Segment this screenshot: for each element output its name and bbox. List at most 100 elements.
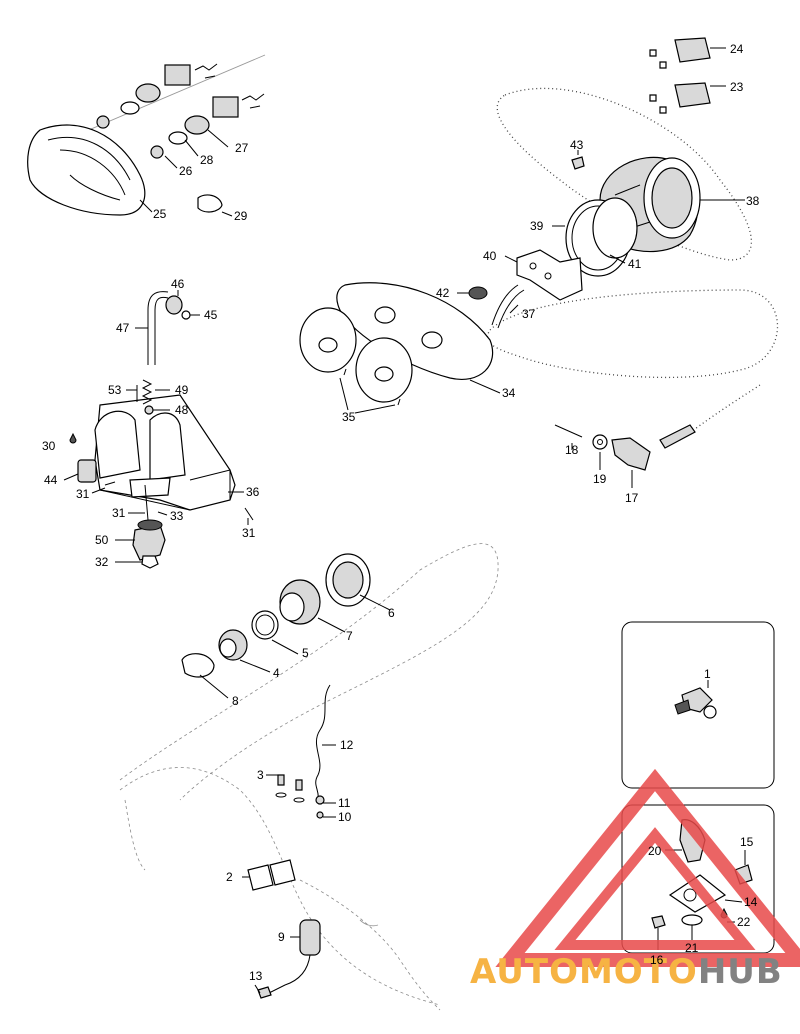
callout-44: 44 — [44, 473, 58, 487]
bulb-26a — [96, 115, 110, 129]
callout-31-left: 31 — [76, 487, 90, 501]
grommet-28a — [120, 101, 140, 115]
callout-8: 8 — [232, 694, 239, 708]
watermark-triangle-inner — [554, 827, 756, 950]
bezel-8 — [181, 653, 215, 678]
fascia-34 — [336, 282, 494, 380]
callout-7: 7 — [346, 629, 353, 643]
callout-49: 49 — [175, 383, 189, 397]
callout-12: 12 — [340, 738, 354, 752]
watermark-triangle-outer — [495, 768, 800, 967]
connector-10 — [316, 811, 324, 819]
socket-27b — [184, 115, 210, 135]
callout-25: 25 — [153, 207, 167, 221]
callout-15: 15 — [740, 835, 754, 849]
callout-29: 29 — [234, 209, 248, 223]
bracket-assembly — [69, 291, 254, 569]
washer-48 — [144, 405, 154, 415]
callout-48: 48 — [175, 403, 189, 417]
nut-32 — [141, 555, 159, 569]
callout-47: 47 — [116, 321, 130, 335]
watermark: AUTOMOTOHUB — [470, 768, 800, 992]
bulb-26b — [150, 145, 164, 159]
callout-38: 38 — [746, 194, 760, 208]
callout-lines-headlight — [139, 129, 233, 217]
callout-24: 24 — [730, 42, 744, 56]
switch-24 — [674, 37, 711, 63]
switch-3 — [277, 774, 303, 791]
callout-45: 45 — [204, 308, 218, 322]
callout-lines-fascia — [339, 377, 501, 414]
screw-43 — [571, 156, 585, 170]
callout-13: 13 — [249, 969, 263, 983]
callout-17: 17 — [625, 491, 639, 505]
harness-12 — [315, 684, 331, 801]
callout-lines-bracket — [63, 290, 249, 563]
callout-10: 10 — [338, 810, 352, 824]
grommet-28b — [168, 131, 188, 145]
callout-3: 3 — [257, 768, 264, 782]
callout-23: 23 — [730, 80, 744, 94]
plate-33 — [129, 477, 171, 498]
clip-29 — [197, 194, 223, 213]
cable-assembly — [554, 424, 696, 488]
callout-26: 26 — [179, 164, 193, 178]
callout-lines-gauge — [457, 150, 745, 314]
callout-27: 27 — [235, 141, 249, 155]
nut-42 — [468, 286, 488, 300]
callout-4: 4 — [273, 666, 280, 680]
connector-b — [212, 96, 239, 118]
fuse-block-2 — [247, 859, 296, 891]
screw-31 — [144, 484, 149, 521]
callout-43: 43 — [570, 138, 584, 152]
callout-41: 41 — [628, 257, 642, 271]
callout-36: 36 — [246, 485, 260, 499]
callout-5: 5 — [302, 646, 309, 660]
callout-9: 9 — [278, 930, 285, 944]
callout-11: 11 — [338, 796, 351, 810]
switch-23 — [674, 82, 711, 108]
wiring-assembly — [242, 684, 336, 999]
nut-16 — [651, 915, 666, 929]
connector-13 — [257, 986, 272, 999]
callout-2: 2 — [226, 870, 233, 884]
callout-19: 19 — [593, 472, 607, 486]
callout-1: 1 — [704, 667, 711, 681]
callout-31-mid: 31 — [112, 506, 126, 520]
connector-a — [164, 64, 191, 86]
callout-21: 21 — [685, 941, 699, 955]
callout-53: 53 — [108, 383, 122, 397]
callout-33: 33 — [170, 509, 184, 523]
callout-28: 28 — [200, 153, 214, 167]
callout-30: 30 — [42, 439, 56, 453]
bracket-40 — [516, 249, 583, 301]
callout-35: 35 — [342, 410, 356, 424]
callout-34: 34 — [502, 386, 516, 400]
callout-39: 39 — [530, 219, 544, 233]
callout-18: 18 — [565, 443, 579, 457]
callout-22: 22 — [737, 915, 751, 929]
seal-41 — [592, 197, 638, 259]
cushion-44 — [77, 459, 97, 483]
connector-11 — [315, 795, 325, 805]
oil-drop-30 — [69, 432, 77, 444]
callout-50: 50 — [95, 533, 109, 547]
socket-27a — [135, 83, 161, 103]
fitting-17 — [611, 437, 651, 471]
callout-42: 42 — [436, 286, 450, 300]
switch-assembly — [649, 37, 726, 114]
inset-box-key — [621, 621, 775, 789]
filter-9 — [299, 919, 321, 956]
headlight-assembly — [27, 63, 265, 216]
callout-40: 40 — [483, 249, 497, 263]
callout-6: 6 — [388, 606, 395, 620]
callout-labels: 24 23 43 38 39 40 41 42 37 34 35 18 19 1… — [42, 42, 760, 983]
gauge-assembly — [468, 156, 701, 329]
nut-46 — [165, 295, 183, 315]
hose-37 — [491, 284, 525, 329]
clamp-21 — [681, 914, 703, 926]
washer-45 — [181, 310, 191, 320]
fascia-assembly — [299, 282, 494, 406]
callout-32: 32 — [95, 555, 109, 569]
